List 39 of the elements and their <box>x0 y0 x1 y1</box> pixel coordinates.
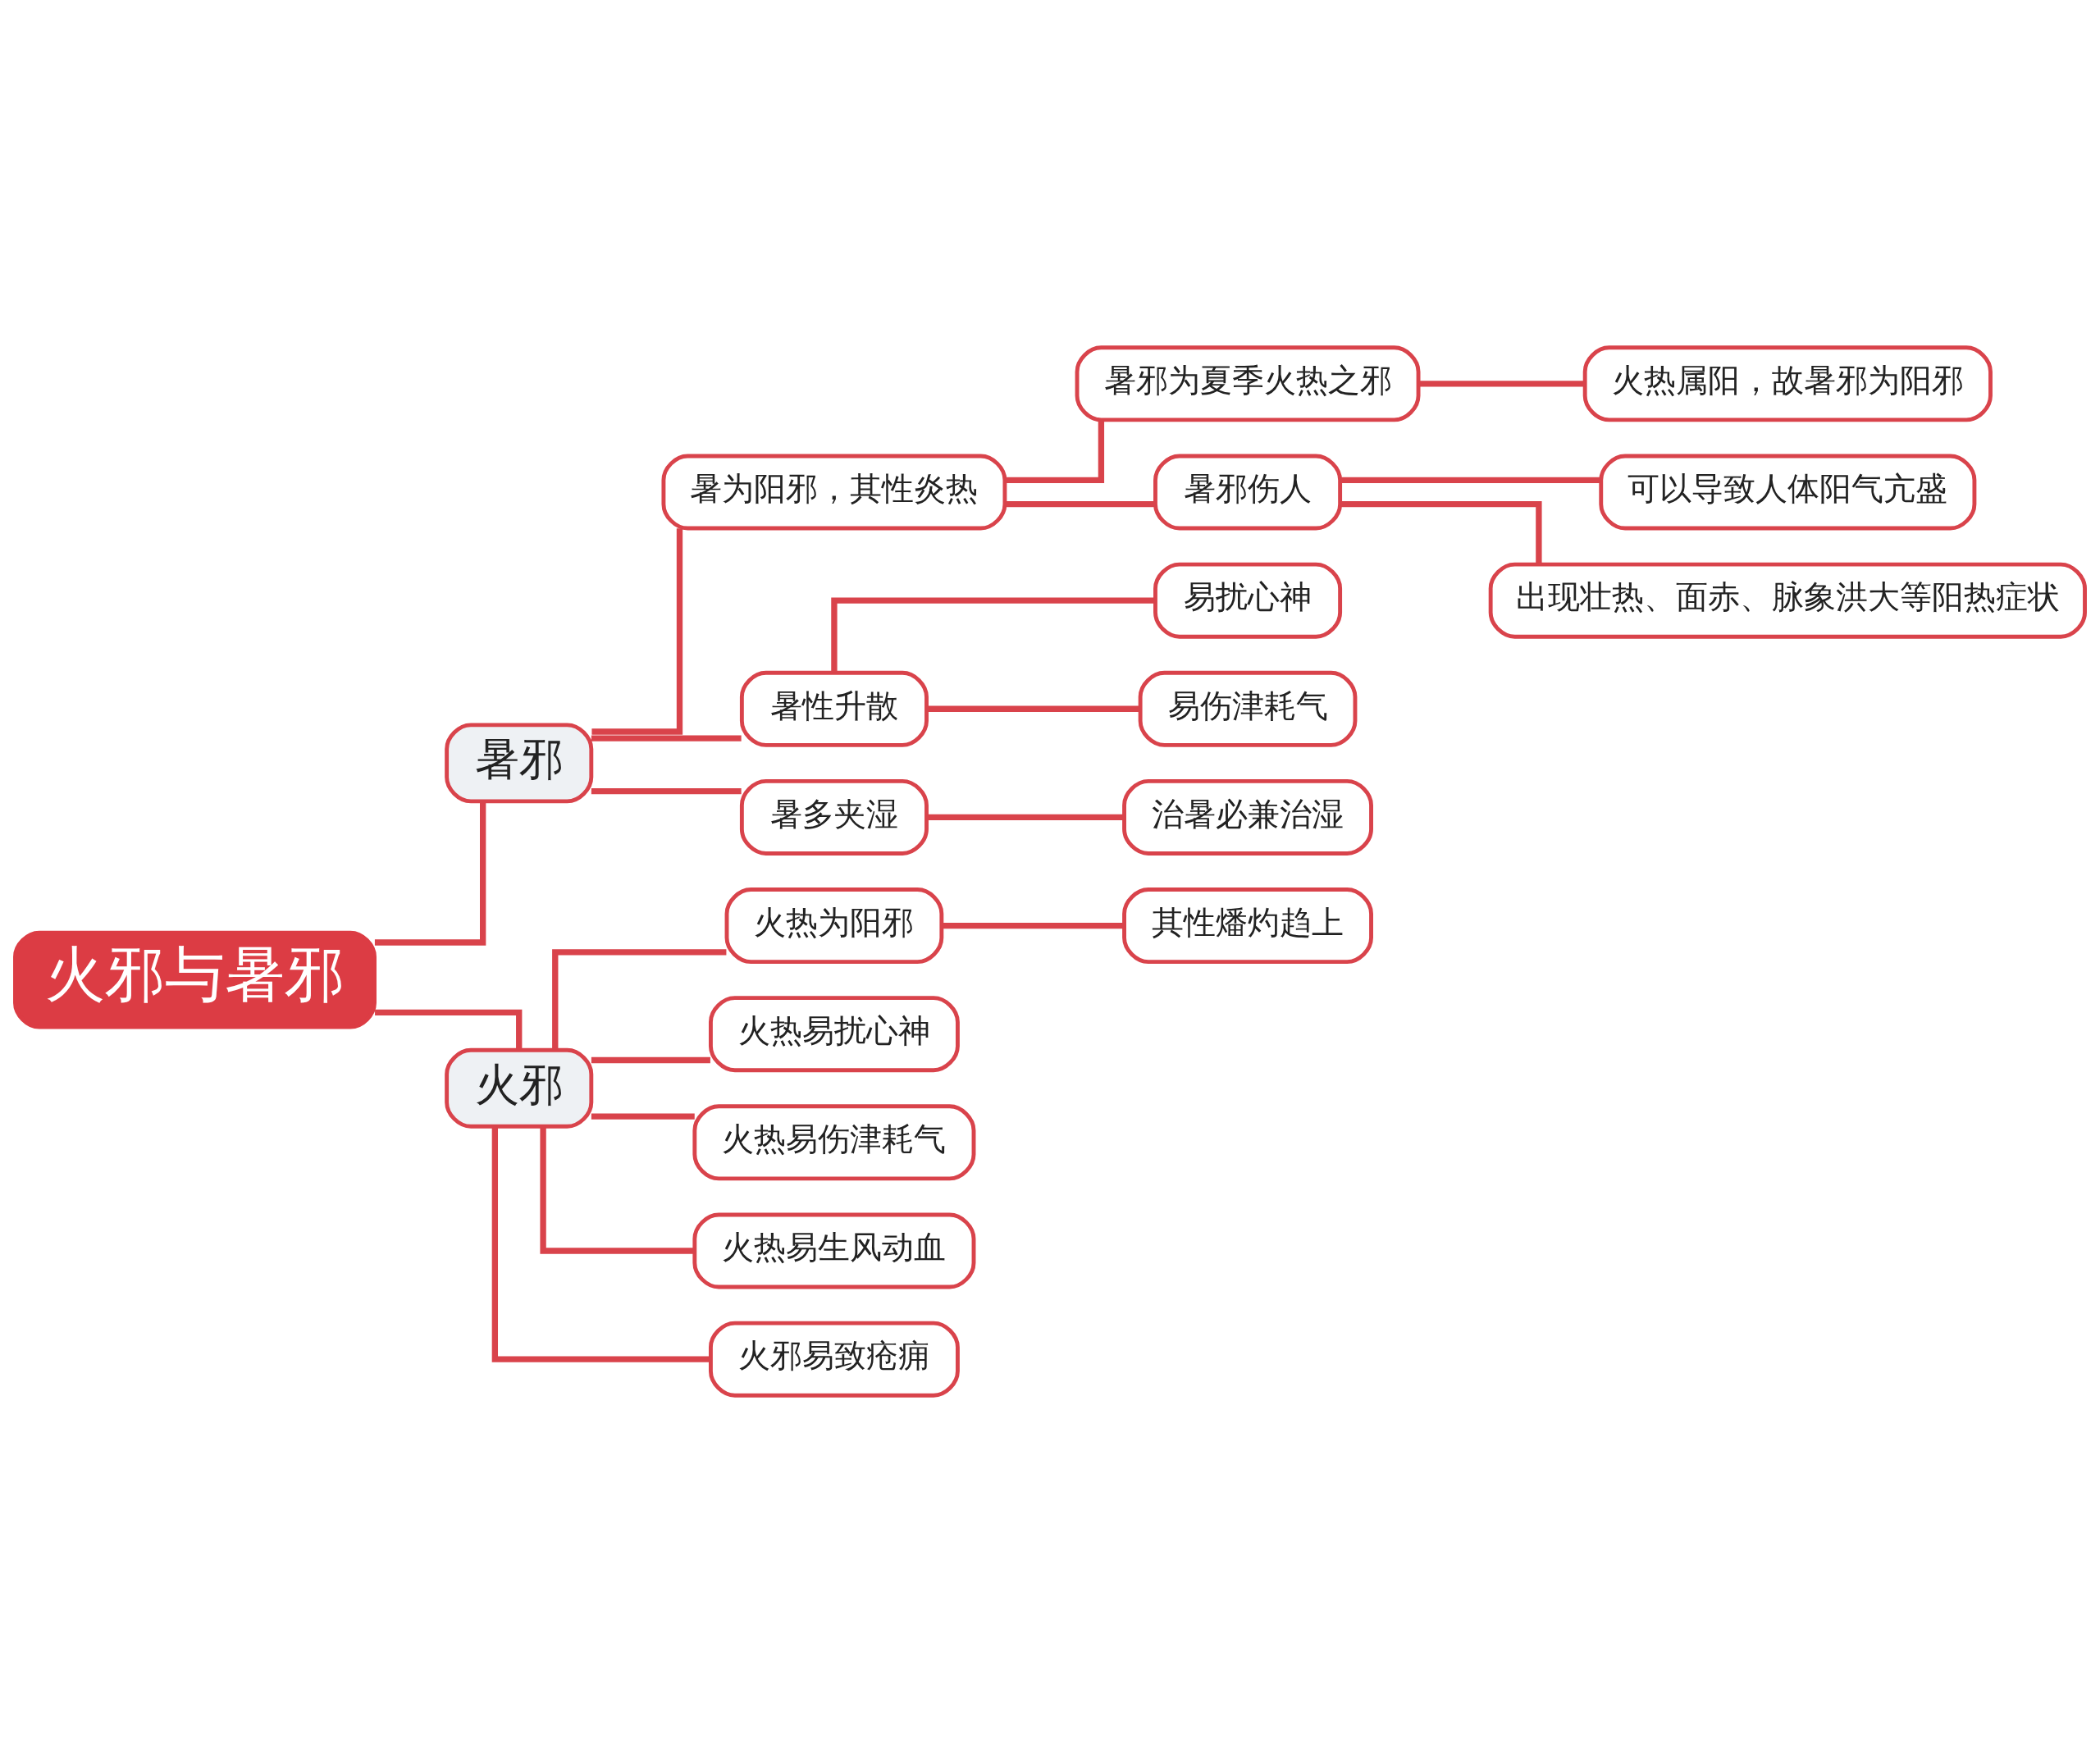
node-box: 火热易生风动血 <box>692 1212 976 1289</box>
connector <box>1340 477 1601 483</box>
node-box: 暑邪伤人 <box>1153 454 1343 531</box>
connector <box>591 787 742 795</box>
connector <box>591 1056 710 1064</box>
node-box: 暑邪为夏季火热之邪 <box>1075 345 1421 422</box>
node-box: 其性燔灼趋上 <box>1122 887 1373 965</box>
connector <box>491 1126 710 1362</box>
connector <box>927 705 1140 712</box>
connector <box>1005 420 1105 483</box>
node-box: 火邪 <box>445 1047 594 1129</box>
connector <box>1005 501 1156 508</box>
connector <box>552 949 727 1050</box>
node-box: 暑性升散 <box>739 670 929 747</box>
node-box: 可以导致人体阳气亢盛 <box>1599 454 1977 531</box>
connector <box>375 1009 523 1050</box>
connector <box>540 1126 695 1254</box>
node-box: 易伤津耗气 <box>1138 670 1358 747</box>
connector <box>1340 501 1542 564</box>
node-box: 易扰心神 <box>1153 562 1343 639</box>
connector <box>927 814 1125 821</box>
node-box: 火邪易致疮痈 <box>709 1321 960 1398</box>
connector <box>591 1113 695 1120</box>
connector <box>831 597 1155 673</box>
node-box: 火热易扰心神 <box>709 996 960 1073</box>
connector <box>1418 381 1586 387</box>
node-box: 火热属阳，故暑邪为阳邪 <box>1582 345 1993 422</box>
connector <box>942 922 1125 929</box>
node-box: 火热易伤津耗气 <box>692 1104 976 1181</box>
node-box: 火邪与暑邪 <box>13 930 377 1029</box>
node-box: 暑为阳邪，其性炎热 <box>661 454 1007 531</box>
connector <box>591 528 683 735</box>
node-box: 暑邪 <box>445 723 594 804</box>
connector <box>374 801 486 946</box>
node-box: 治暑必兼治湿 <box>1122 778 1373 856</box>
node-box: 出现壮热、面赤、脉象洪大等阳热症状 <box>1488 562 2087 639</box>
connector <box>591 735 742 741</box>
node-box: 暑多夹湿 <box>739 778 929 856</box>
node-box: 火热为阳邪 <box>724 887 944 965</box>
